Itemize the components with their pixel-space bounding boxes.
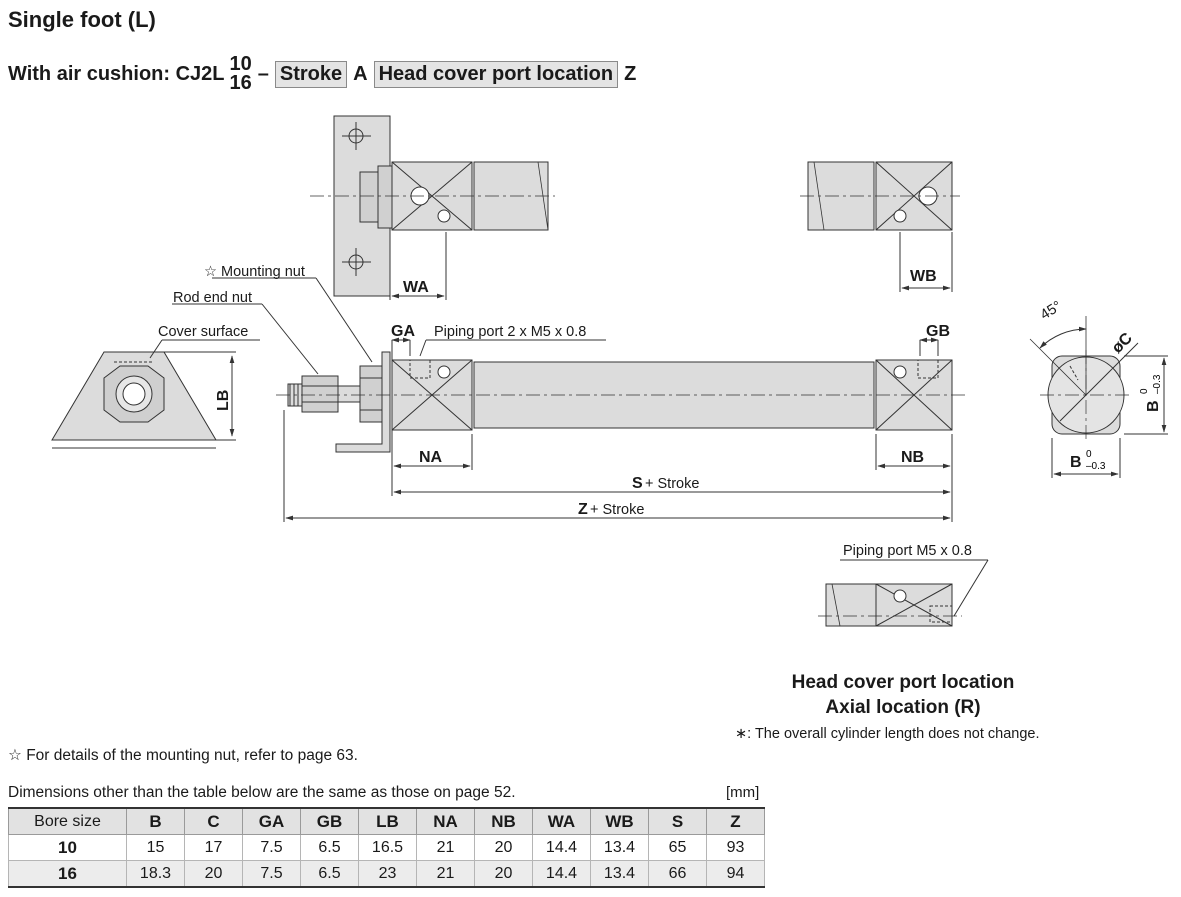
- dim-b-vertical: B: [1145, 400, 1162, 412]
- dimension-table: Bore size B C GA GB LB NA NB WA WB S Z 1…: [8, 807, 765, 888]
- head-port-box: Head cover port location: [373, 60, 619, 88]
- cell-ga: 7.5: [242, 860, 301, 888]
- table-row: 10 15 17 7.5 6.5 16.5 21 20 14.4 13.4 65…: [8, 834, 765, 861]
- table-row: 16 18.3 20 7.5 6.5 23 21 20 14.4 13.4 66…: [8, 860, 765, 888]
- top-rod-view: [310, 115, 555, 300]
- angle-45: 45°: [1038, 298, 1065, 323]
- page-title: Single foot (L): [8, 7, 156, 32]
- model-dash: –: [257, 62, 269, 85]
- rod-end-nut: [301, 375, 339, 413]
- table-header-row: Bore size B C GA GB LB NA NB WA WB S Z: [8, 807, 765, 835]
- model-letter-z: Z: [624, 62, 637, 85]
- cell-z: 94: [706, 860, 765, 888]
- mounting-nut-note: ☆ For details of the mounting nut, refer…: [8, 747, 358, 764]
- cell-lb: 23: [358, 860, 417, 888]
- foot-end-view: [51, 339, 260, 449]
- header-lb: LB: [358, 807, 417, 835]
- tol-upper-vertical: 0: [1139, 388, 1150, 394]
- main-side-view: [172, 277, 965, 522]
- mounting-nut-label: ☆ Mounting nut: [204, 264, 305, 280]
- dim-z-stroke: + Stroke: [590, 502, 644, 518]
- cell-na: 21: [416, 834, 475, 861]
- tol-lower-vertical: –0.3: [1152, 374, 1163, 394]
- tol-upper-horizontal: 0: [1086, 449, 1092, 460]
- table-intro: Dimensions other than the table below ar…: [8, 784, 516, 801]
- dim-wa: WA: [403, 279, 429, 296]
- dim-gb: GB: [926, 323, 950, 340]
- bore-top: 10: [229, 53, 252, 75]
- header-gb: GB: [300, 807, 359, 835]
- axial-tube: [825, 583, 877, 627]
- right-end-view: [1029, 316, 1168, 478]
- dim-na: NA: [419, 449, 443, 466]
- cell-gb: 6.5: [300, 860, 359, 888]
- dim-z: Z: [578, 501, 588, 518]
- cell-gb: 6.5: [300, 834, 359, 861]
- header-wa: WA: [532, 807, 591, 835]
- tube-top-right: [807, 161, 875, 231]
- header-s: S: [648, 807, 707, 835]
- cell-c: 17: [184, 834, 243, 861]
- cell-b: 15: [126, 834, 185, 861]
- bore-bottom: 16: [229, 72, 252, 94]
- model-letter-a: A: [353, 62, 368, 85]
- cell-bore: 10: [8, 834, 127, 861]
- cell-wa: 14.4: [532, 834, 591, 861]
- overall-length-note: ∗: The overall cylinder length does not …: [735, 726, 1040, 742]
- dim-dia-c: øC: [1109, 329, 1136, 356]
- dim-ga: GA: [391, 323, 415, 340]
- header-z: Z: [706, 807, 765, 835]
- cell-nb: 20: [474, 860, 533, 888]
- model-code: With air cushion: CJ2L 10 16 – Stroke A …: [8, 54, 636, 94]
- cell-wb: 13.4: [590, 860, 649, 888]
- header-na: NA: [416, 807, 475, 835]
- header-c: C: [184, 807, 243, 835]
- header-b: B: [126, 807, 185, 835]
- cell-ga: 7.5: [242, 834, 301, 861]
- tol-lower-horizontal: –0.3: [1086, 461, 1106, 472]
- dim-wb: WB: [910, 268, 937, 285]
- dim-s: S: [632, 475, 643, 492]
- header-wb: WB: [590, 807, 649, 835]
- cell-wb: 13.4: [590, 834, 649, 861]
- foot-bracket-side: [335, 351, 391, 453]
- header-nb: NB: [474, 807, 533, 835]
- dim-lb: LB: [215, 390, 232, 411]
- cell-nb: 20: [474, 834, 533, 861]
- dim-b-horizontal: B: [1070, 454, 1082, 471]
- bore-size-fraction: 10 16: [229, 53, 252, 94]
- cell-na: 21: [416, 860, 475, 888]
- cell-bore: 16: [8, 860, 127, 888]
- cell-c: 20: [184, 860, 243, 888]
- stroke-box: Stroke: [274, 60, 348, 88]
- cell-lb: 16.5: [358, 834, 417, 861]
- mounting-nut-top: [359, 171, 379, 223]
- header-bore-size: Bore size: [8, 807, 127, 835]
- cell-s: 65: [648, 834, 707, 861]
- cell-s: 66: [648, 860, 707, 888]
- piping-port-label: Piping port 2 x M5 x 0.8: [434, 324, 586, 340]
- cover-surface-label: Cover surface: [158, 324, 248, 340]
- axial-port-view: [818, 559, 989, 627]
- axial-caption-line1: Head cover port location: [791, 672, 1015, 693]
- cell-wa: 14.4: [532, 860, 591, 888]
- dim-nb: NB: [901, 449, 924, 466]
- model-prefix: With air cushion: CJ2L: [8, 62, 225, 85]
- piston-rod: [337, 385, 361, 403]
- axial-caption-line2: Axial location (R): [825, 697, 981, 718]
- unit-label: [mm]: [726, 784, 760, 801]
- dim-s-stroke: + Stroke: [645, 476, 699, 492]
- rod-end-nut-label: Rod end nut: [173, 290, 252, 306]
- header-ga: GA: [242, 807, 301, 835]
- top-head-view: [800, 161, 960, 292]
- cell-z: 93: [706, 834, 765, 861]
- axial-piping-port-label: Piping port M5 x 0.8: [843, 543, 972, 559]
- cell-b: 18.3: [126, 860, 185, 888]
- mounting-nut: [359, 365, 383, 423]
